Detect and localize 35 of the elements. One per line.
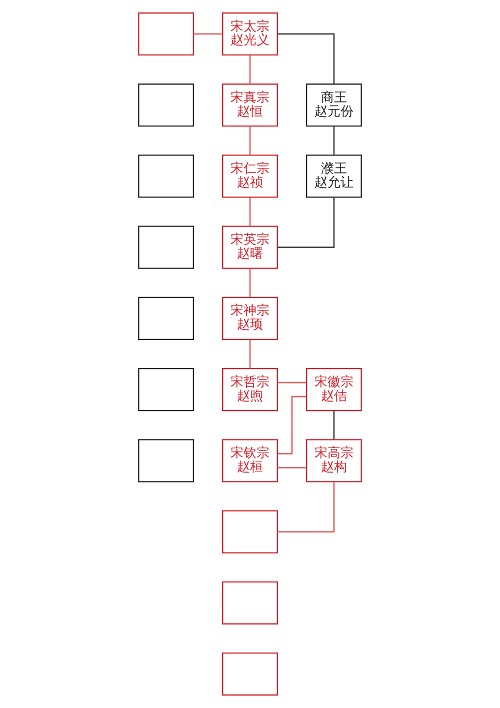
node-box <box>138 154 194 198</box>
node-box: 宋哲宗 赵煦 <box>222 368 278 412</box>
connector <box>194 33 222 35</box>
node-box: 宋高宗 赵构 <box>306 439 362 482</box>
node-box: 商王 赵元份 <box>306 84 362 127</box>
node-box: 濮王 赵允让 <box>306 154 362 198</box>
node-box <box>138 84 194 127</box>
node-box <box>222 652 278 696</box>
node-box: 宋英宗 赵曙 <box>222 226 278 269</box>
node-box: 宋太宗 赵光义 <box>222 12 278 56</box>
node-box: 宋真宗 赵恒 <box>222 84 278 127</box>
connector <box>249 268 251 298</box>
connector <box>278 198 335 248</box>
node-box: 宋徽宗 赵佶 <box>306 368 362 412</box>
connector <box>278 482 335 532</box>
connector <box>249 126 251 155</box>
connector <box>278 382 306 384</box>
node-box: 宋神宗 赵顼 <box>222 296 278 340</box>
node-box <box>138 368 194 412</box>
connector <box>249 340 251 368</box>
connector <box>333 410 335 440</box>
node-box: 宋仁宗 赵祯 <box>222 154 278 198</box>
connector <box>333 126 335 155</box>
node-box <box>138 439 194 482</box>
node-box <box>222 510 278 554</box>
node-box: 宋钦宗 赵桓 <box>222 439 278 482</box>
connector <box>249 198 251 226</box>
node-box <box>138 296 194 340</box>
connector <box>278 396 306 454</box>
connector <box>278 466 306 468</box>
node-box <box>222 581 278 624</box>
connector <box>249 55 251 84</box>
node-box <box>138 12 194 56</box>
connector <box>278 33 335 84</box>
node-box <box>138 226 194 269</box>
